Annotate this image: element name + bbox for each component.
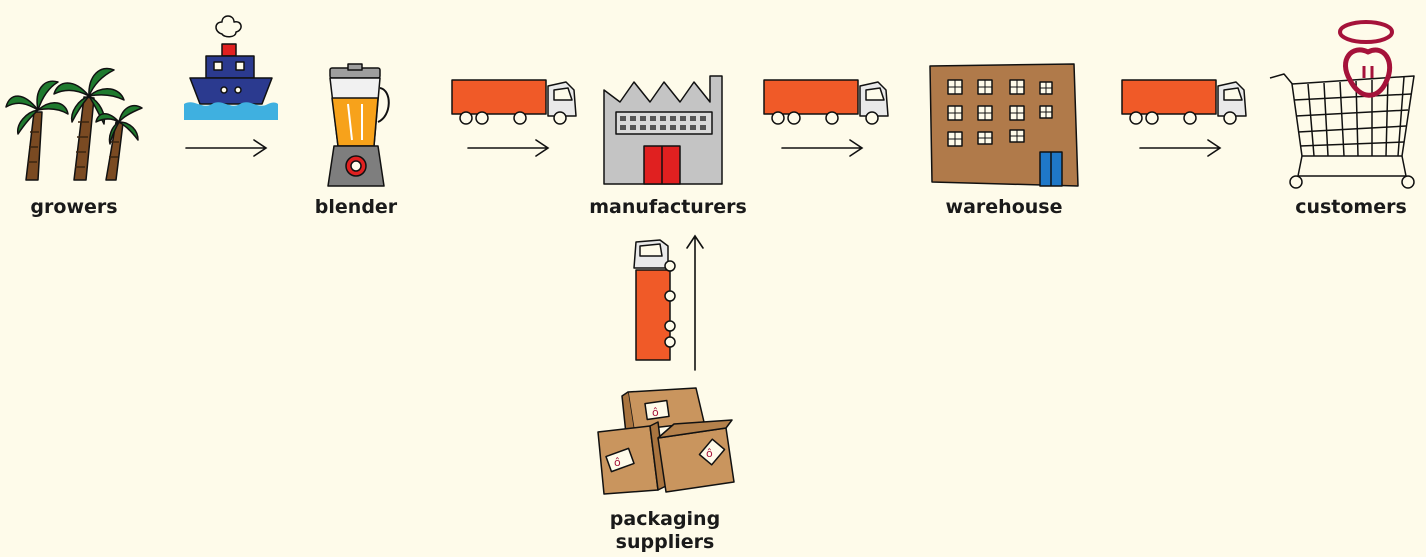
blender-icon	[327, 63, 390, 187]
svg-text:ô: ô	[706, 447, 713, 460]
truck-icon	[451, 79, 577, 125]
node-label-manufacturers: manufacturers	[589, 196, 747, 218]
flow-arrow	[781, 139, 864, 157]
flow-arrow	[1139, 139, 1222, 157]
warehouse-icon	[929, 63, 1079, 187]
boxes-icon: ô ô ô	[597, 387, 735, 495]
node-label-warehouse: warehouse	[945, 196, 1063, 218]
node-label-packaging-line1: packaging	[609, 508, 721, 530]
truck-icon	[1121, 79, 1247, 125]
node-label-blender: blender	[314, 196, 398, 218]
node-label-packaging-line2: suppliers	[615, 531, 715, 553]
node-label-packaging-suppliers: packaging suppliers	[590, 508, 740, 554]
flow-arrow	[185, 139, 268, 157]
flow-arrow	[467, 139, 550, 157]
palm-trees-icon	[5, 67, 143, 181]
shopping-cart-icon	[1269, 20, 1415, 189]
svg-text:ô: ô	[652, 406, 659, 419]
truck-icon	[633, 239, 676, 361]
flow-arrow-up	[686, 234, 704, 371]
node-label-customers: customers	[1295, 196, 1407, 218]
factory-icon	[603, 75, 723, 185]
svg-text:ô: ô	[614, 456, 621, 469]
truck-icon	[763, 79, 889, 125]
node-label-growers: growers	[30, 196, 118, 218]
ship-icon	[184, 15, 278, 120]
